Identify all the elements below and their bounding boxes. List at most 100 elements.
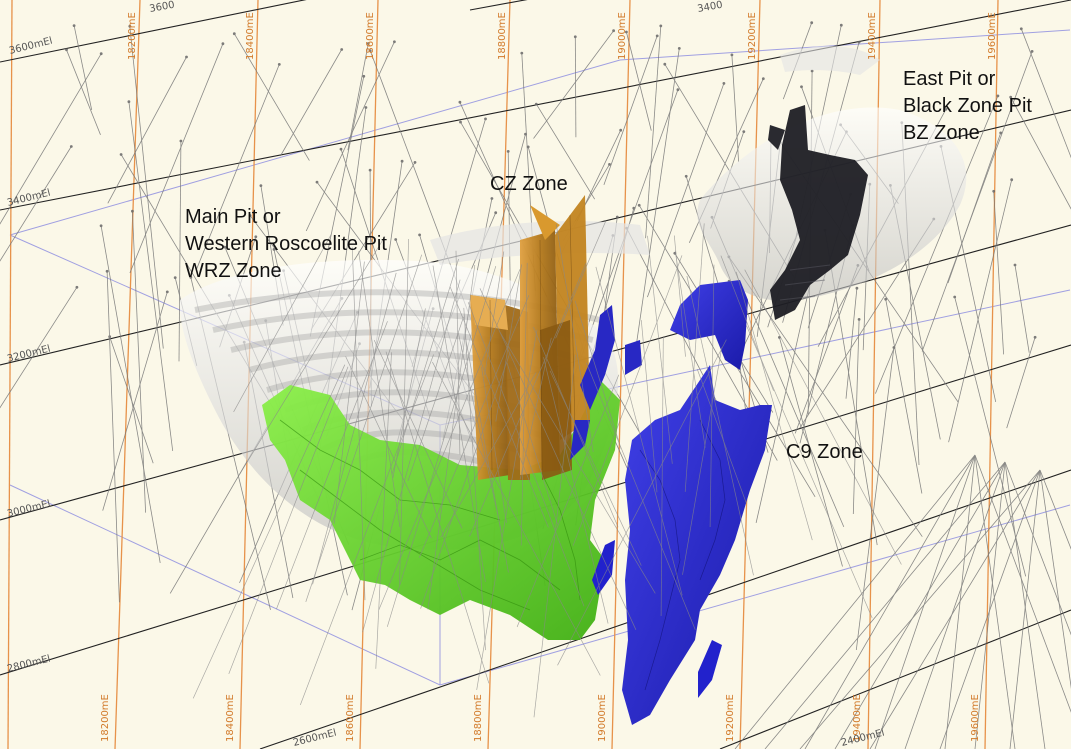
drill-hole xyxy=(1010,97,1071,210)
bz-black-orebody xyxy=(768,105,868,320)
drill-hole xyxy=(954,296,1027,577)
drill-hole xyxy=(1004,461,1071,636)
drill-collar xyxy=(413,161,417,164)
easting-grid-line xyxy=(984,0,999,749)
drill-hole xyxy=(633,48,680,364)
east-pit-label-line-2: Black Zone Pit xyxy=(903,95,1032,117)
drill-hole xyxy=(735,271,813,541)
drill-collar xyxy=(608,163,611,166)
drill-collar xyxy=(534,102,538,106)
drill-hole xyxy=(280,49,343,157)
easting-grid-line xyxy=(611,0,631,749)
drill-hole xyxy=(378,269,521,610)
drill-collar xyxy=(953,295,957,299)
easting-label-bottom: 18200mE xyxy=(100,694,111,742)
easting-label-top: 19600mE xyxy=(987,12,998,60)
drill-collar xyxy=(394,238,398,241)
drill-hole xyxy=(574,36,577,138)
drill-hole xyxy=(178,140,182,362)
drill-hole xyxy=(385,351,490,684)
drill-hole xyxy=(455,250,461,455)
drill-hole xyxy=(129,26,164,349)
drill-hole xyxy=(128,101,174,451)
drill-hole xyxy=(734,454,976,749)
drill-hole xyxy=(682,347,723,575)
drill-hole xyxy=(506,362,558,525)
drill-collar xyxy=(494,211,498,215)
drill-hole xyxy=(192,364,346,699)
drill-collar xyxy=(676,88,680,92)
drill-collar xyxy=(99,52,103,56)
drill-hole xyxy=(647,83,725,298)
drill-hole xyxy=(100,225,161,563)
drill-hole xyxy=(1020,28,1071,159)
drill-collar xyxy=(999,131,1003,135)
drill-hole xyxy=(647,235,673,464)
easting-label-bottom: 18800mE xyxy=(473,694,484,742)
drill-hole xyxy=(386,265,497,627)
easting-label-bottom: 19200mE xyxy=(725,694,736,742)
drill-hole xyxy=(132,211,146,513)
drill-collar xyxy=(625,30,628,34)
drill-hole xyxy=(696,368,747,504)
drill-hole xyxy=(875,95,999,394)
drill-hole xyxy=(709,264,715,528)
drill-hole xyxy=(0,53,102,225)
drill-hole xyxy=(467,302,585,607)
drill-hole xyxy=(852,319,860,515)
drill-hole xyxy=(358,251,401,528)
drill-collar xyxy=(722,82,726,85)
drill-collar xyxy=(364,106,368,109)
drill-collar xyxy=(484,117,487,121)
drill-hole xyxy=(640,320,658,493)
drill-hole xyxy=(305,254,423,603)
drill-collar xyxy=(459,120,462,124)
east-pit-label-line-3: BZ Zone xyxy=(903,122,980,144)
drill-hole xyxy=(1009,469,1041,749)
drill-hole xyxy=(720,255,774,392)
drill-hole xyxy=(484,251,505,376)
drill-collar xyxy=(800,85,803,89)
drill-collar xyxy=(65,48,68,52)
drill-hole xyxy=(904,461,1006,749)
drill-hole xyxy=(744,269,902,565)
drill-hole xyxy=(555,220,607,339)
drill-collar xyxy=(1033,335,1037,339)
drill-hole xyxy=(948,179,1013,443)
easting-label-top: 19400mE xyxy=(867,12,878,60)
drill-hole xyxy=(432,361,601,676)
drill-hole xyxy=(427,264,476,610)
drill-hole xyxy=(764,461,1006,749)
drill-hole xyxy=(476,329,538,690)
drill-hole xyxy=(312,272,397,585)
drill-collar xyxy=(277,63,281,66)
cz-orange-orebody xyxy=(470,195,590,480)
drill-hole xyxy=(195,64,280,270)
drill-collar xyxy=(810,21,814,25)
drill-hole xyxy=(660,336,664,617)
drill-collar xyxy=(99,224,103,228)
drill-hole xyxy=(391,258,459,475)
drill-collar xyxy=(1013,263,1017,267)
drill-collar xyxy=(612,29,615,33)
drill-hole xyxy=(1004,461,1046,749)
drill-collar xyxy=(730,53,734,57)
drill-collar xyxy=(72,24,76,27)
drill-hole xyxy=(440,372,537,538)
drill-hole xyxy=(947,132,1002,284)
drill-collar xyxy=(185,55,188,59)
drill-hole xyxy=(239,236,386,475)
easting-grid-line xyxy=(7,0,13,749)
drill-hole xyxy=(1006,337,1036,429)
drill-hole xyxy=(73,25,93,111)
drill-hole xyxy=(418,295,530,558)
drill-collar xyxy=(659,24,663,28)
elevation-label-top-3600: 3600 xyxy=(149,0,176,15)
drill-hole xyxy=(645,25,662,239)
drill-hole xyxy=(869,469,1041,749)
drill-hole xyxy=(939,469,1041,749)
easting-label-bottom: 19400mE xyxy=(852,694,863,742)
drill-hole xyxy=(974,454,1016,749)
drill-collar xyxy=(272,248,276,251)
drill-hole xyxy=(533,30,614,139)
